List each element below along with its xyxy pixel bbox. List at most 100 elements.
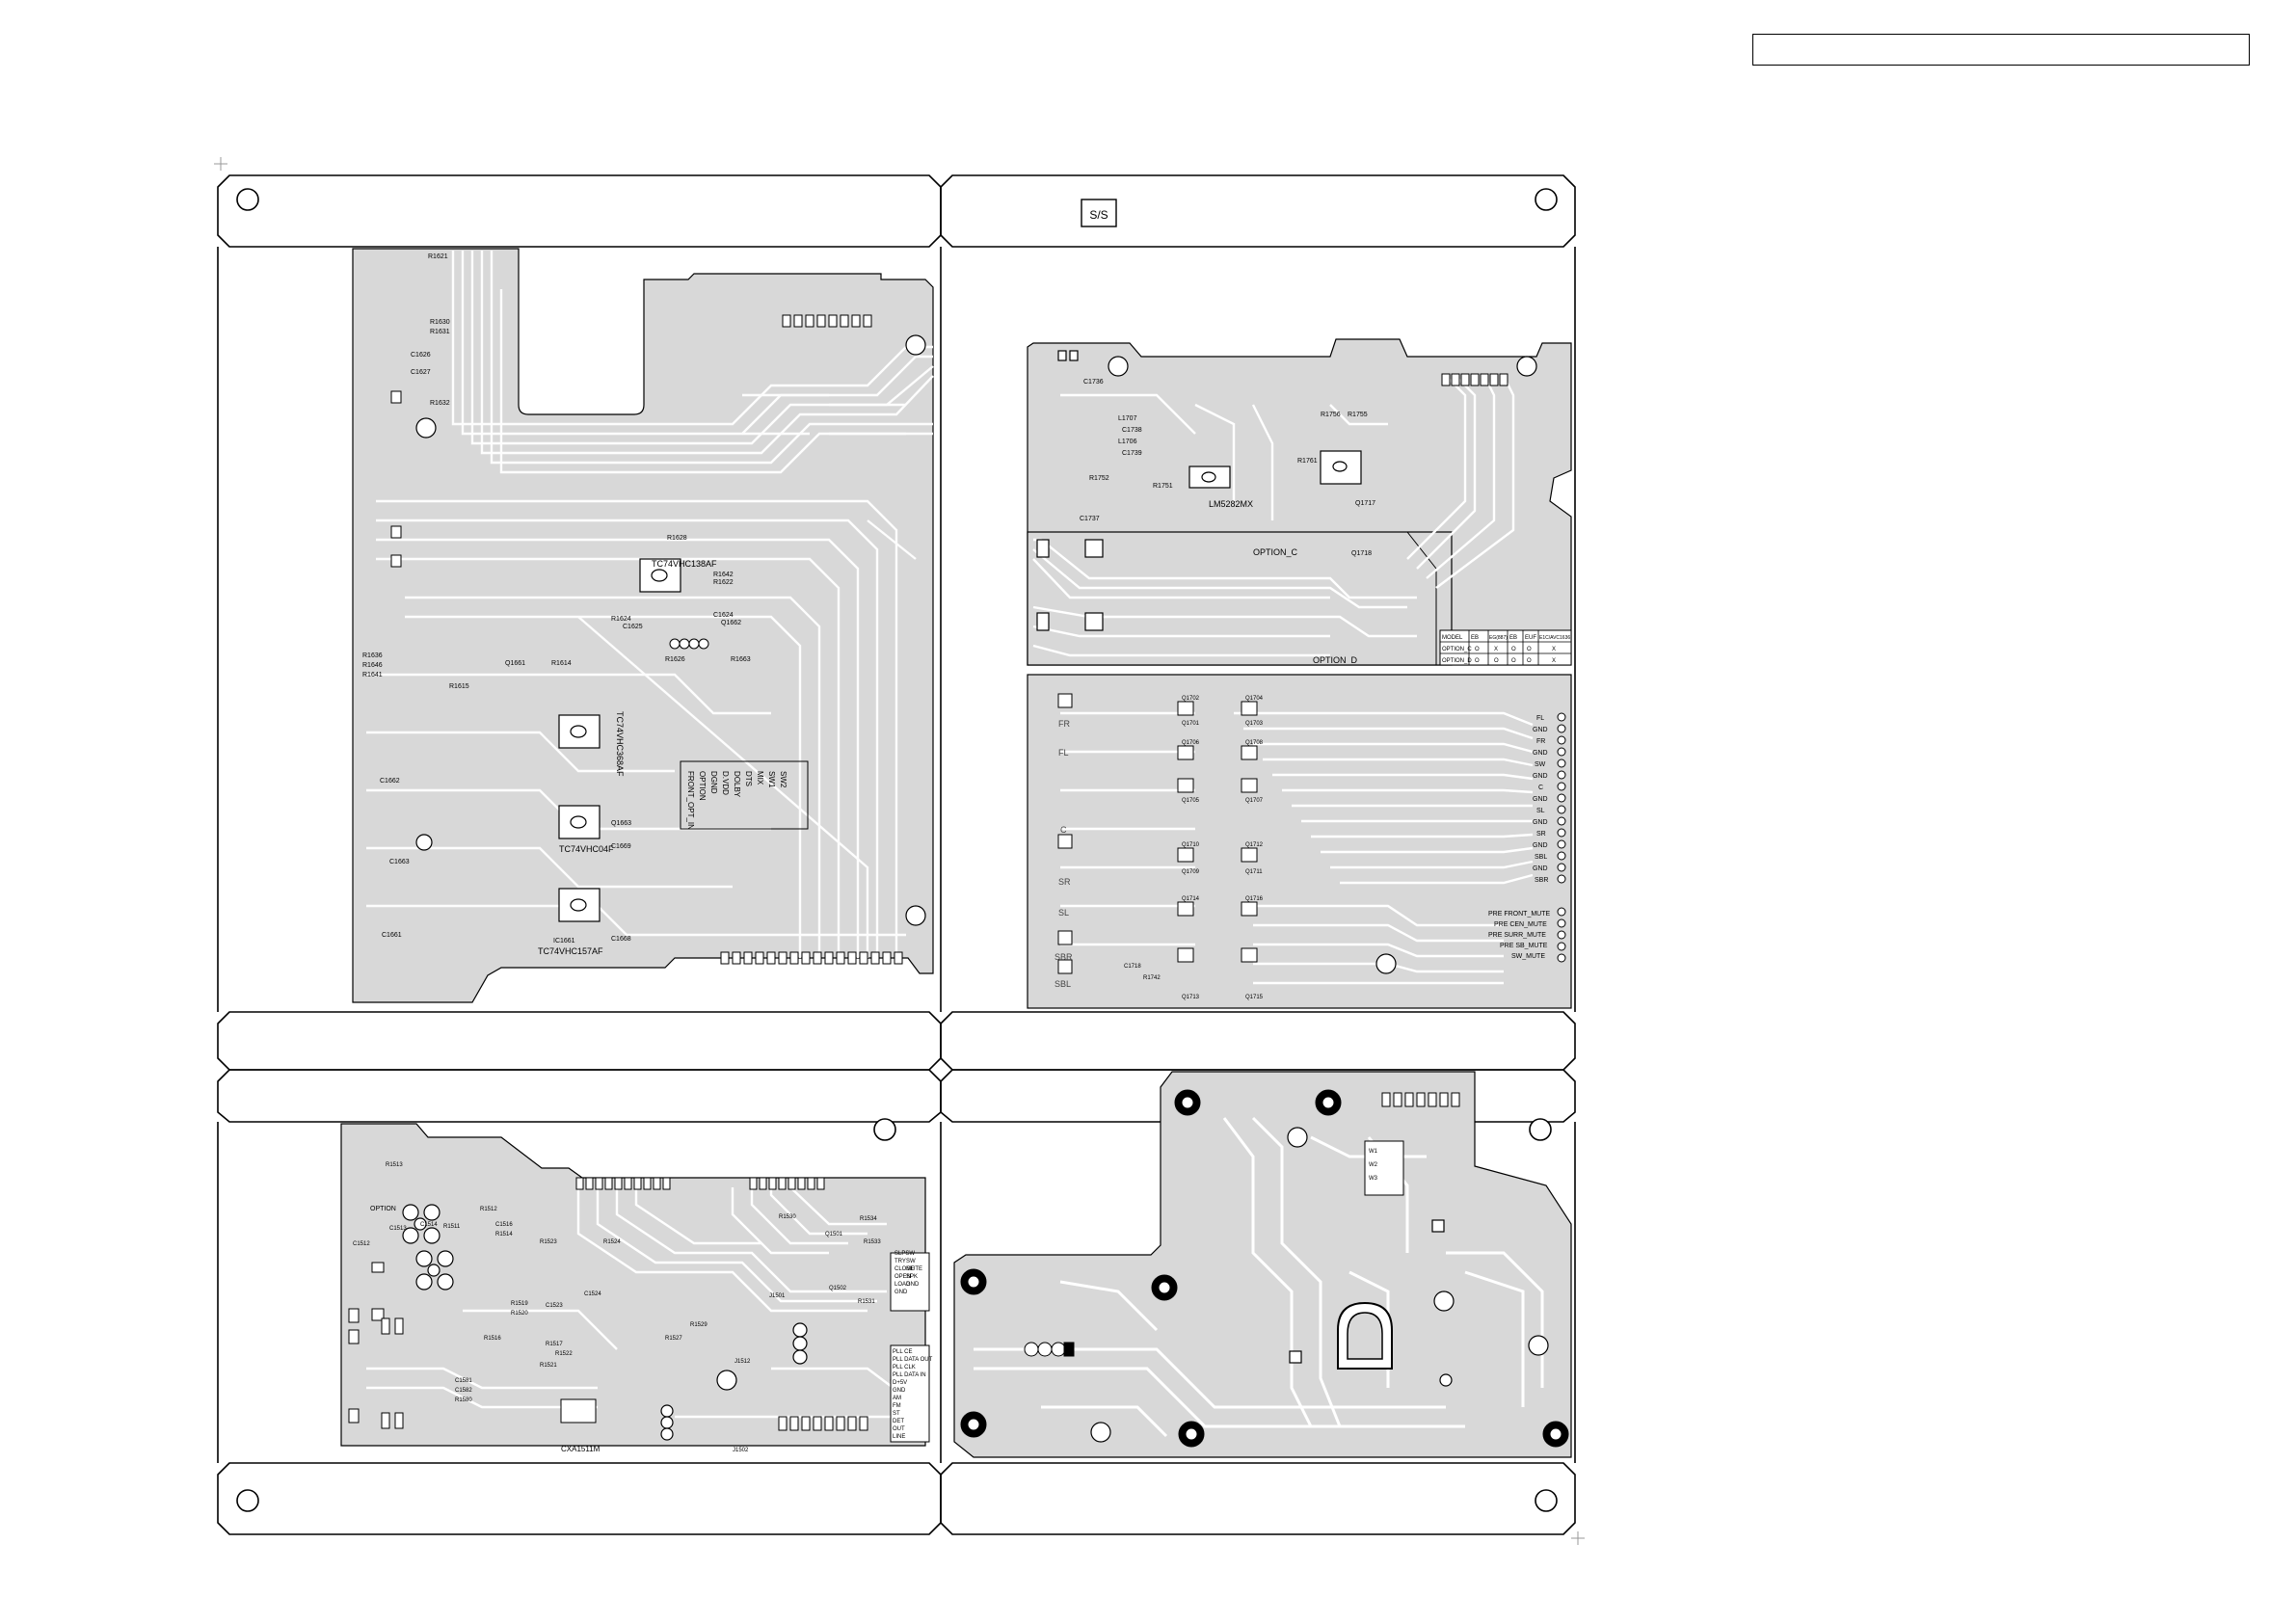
ref-label: Q1715 [1245,995,1264,1000]
channel-label: FL [1536,715,1544,722]
ref-label: Q1706 [1182,740,1200,746]
ref-label: IC1661 [553,938,575,945]
ref-label: C1524 [584,1291,601,1297]
ref-label: R1533 [864,1239,881,1245]
table-cell: O [1475,647,1480,652]
ref-label: C1737 [1080,516,1100,522]
channel-label: SBR [1055,952,1073,962]
ref-label: Q1712 [1245,842,1264,848]
side-pin-label: GND [894,1290,908,1295]
channel-labels-left: FR FL C SR SL SBR SBL [1055,719,1073,989]
ref-label: R1751 [1153,483,1173,490]
side-pin-label: SW [906,1259,916,1264]
ref-label: R1527 [665,1336,682,1342]
channel-label: SL [1536,808,1545,814]
ref-label: R1622 [713,579,734,586]
ref-label: L1707 [1118,415,1137,422]
channel-label: C [1538,785,1543,791]
ref-label: C1669 [611,843,631,850]
ref-label: R1632 [430,400,450,407]
ref-label: Q1701 [1182,721,1200,727]
side-pin-label: GND [906,1282,920,1288]
ref-label: C1516 [495,1222,513,1228]
ic-bot-label: TC74VHC157AF [538,946,603,956]
mute-label: PRE FRONT_MUTE [1488,911,1551,918]
ref-label: Q1718 [1351,550,1372,557]
option-c-label: OPTION_C [1253,547,1298,557]
table-cell: X [1552,647,1556,652]
connector-pin-label: FRONT_OPT_IN [686,771,695,830]
connector-pin-label: MIX [756,771,764,785]
ss-badge: S/S [1081,199,1117,227]
ref-label: R1630 [430,319,450,326]
ref-label: C1627 [411,369,431,376]
table-cell: O [1511,647,1516,652]
registration-marks [214,157,1585,1545]
ss-badge-label: S/S [1089,208,1108,222]
channel-label: GND [1533,819,1548,826]
ref-label: W3 [1369,1176,1378,1182]
table-cell: X [1552,658,1556,664]
ref-label: C1668 [611,936,631,943]
board-top-left: TC74VHC138AF TC74VHC368AF TC74VHC04F TC7… [352,248,934,1003]
bl-side-pins: SLPSW TRY CLOSE OPEN LOAD GND SW MUTE SP… [894,1251,922,1295]
ref-label: C1624 [713,612,734,619]
ic-top-label: TC74VHC138AF [652,559,717,569]
ref-label: Q1707 [1245,798,1264,804]
ref-label: Q1705 [1182,798,1200,804]
pin-label: PLL CLK [893,1365,916,1370]
pin-label: D+5V [893,1380,907,1386]
board-bottom-left: CXA1511M OPTION C1512 C1513 C1514 R1512 … [340,1123,933,1453]
ref-label: R1752 [1089,475,1109,482]
model-table: MODEL EB EG(887) EB EUF E1C/AVC1636 OPTI… [1439,629,1572,666]
option-d-label: OPTION_D [1313,655,1358,665]
ref-label: C1625 [623,624,643,630]
table-cell: O [1527,658,1532,664]
tl-connector-pins: FRONT_OPT_IN OPTION DGND D.VDD DOLBY DTS… [686,771,788,830]
side-pin-label: CLOSE [894,1266,914,1272]
channel-label: GND [1533,865,1548,872]
ref-label: R1742 [1143,975,1161,981]
ic-mid2-label: TC74VHC04F [559,844,614,854]
ref-label: Q1502 [829,1286,847,1291]
table-header: EB [1471,635,1479,641]
ref-label: R1624 [611,616,631,623]
ref-label: C1718 [1124,964,1141,970]
channel-label: GND [1533,727,1548,733]
ref-label: Q1501 [825,1232,843,1237]
channel-label: SW [1535,761,1546,768]
bl-bottom-pins: PLL CE PLL DATA OUT PLL CLK PLL DATA IN … [890,1344,933,1443]
ref-label: Q1704 [1245,696,1264,702]
table-cell: X [1494,647,1498,652]
ref-label: C1514 [420,1222,438,1228]
board-mid-right: FR FL C SR SL SBR SBL FL GND FR GND SW G… [1027,674,1572,1009]
ref-label: C1523 [546,1303,563,1309]
connector-pin-label: OPTION [698,771,707,801]
board-top-right: LM5282MX OPTION_C OPTION_D L1707 C1738 L… [1027,338,1572,666]
ref-label: C1512 [353,1241,370,1247]
pin-label: DET [893,1419,904,1424]
ref-label: W1 [1369,1149,1378,1155]
ref-label: R1626 [665,656,685,663]
mute-label: SW_MUTE [1511,953,1545,960]
ref-label: Q1714 [1182,896,1200,902]
ref-label: R1520 [511,1311,528,1317]
mute-label: PRE SB_MUTE [1500,943,1548,949]
side-pin-label: OPEN [894,1274,911,1280]
ref-label: L1706 [1118,439,1137,445]
table-header: EG(887) [1489,635,1508,641]
channel-label: FR [1536,738,1545,745]
ref-label: C1663 [389,859,410,865]
ref-label: R1523 [540,1239,557,1245]
ref-label: J1512 [734,1359,751,1365]
ref-label: W2 [1369,1162,1378,1168]
tr-ref-labels: L1707 C1738 L1706 C1739 R1751 R1752 C173… [1080,379,1375,557]
ref-label: R1628 [667,535,687,542]
ref-label: R1614 [551,660,572,667]
pin-label: FM [893,1403,901,1409]
channel-label: SBL [1055,979,1071,989]
ref-label: R1513 [386,1162,403,1168]
ref-label: R1636 [362,652,383,659]
ref-label: R1580 [455,1397,472,1403]
pin-label: PLL DATA OUT [893,1357,933,1363]
